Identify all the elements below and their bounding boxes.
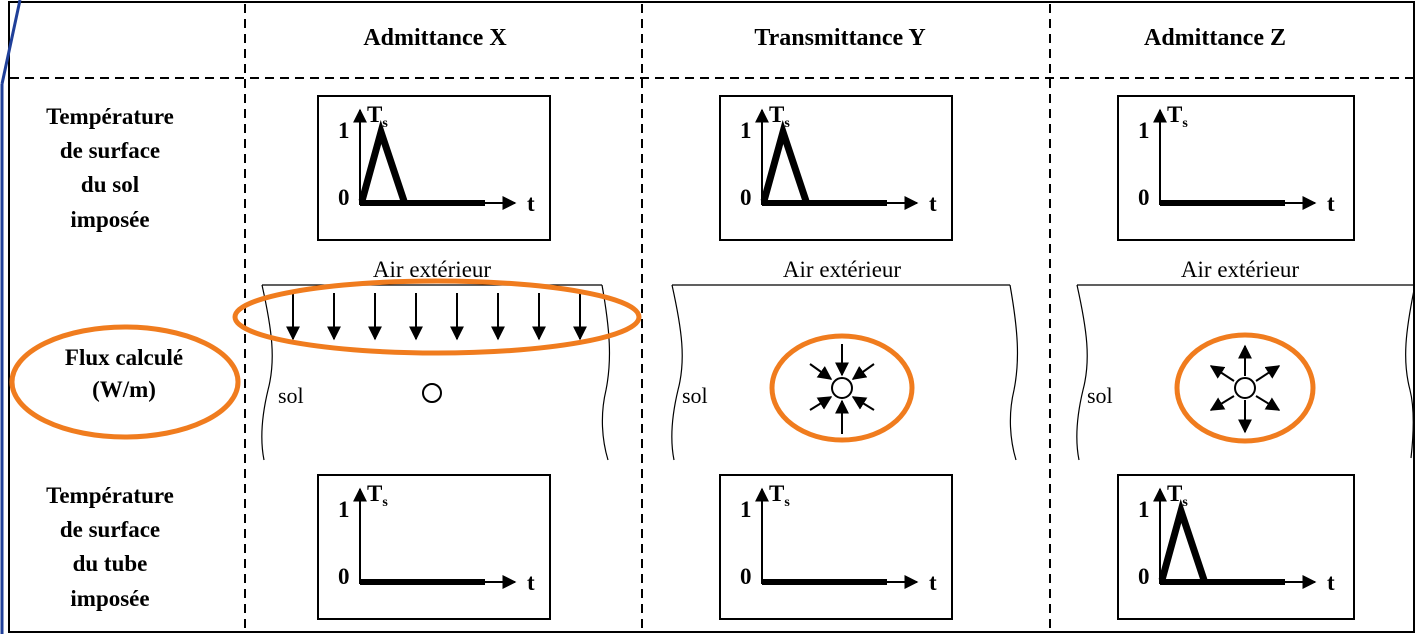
row-label-surface: Température de surface du sol imposée: [46, 104, 174, 232]
y-tick-1: 1: [1138, 497, 1150, 522]
y-tick-1: 1: [740, 118, 752, 143]
graph-frame: [317, 474, 551, 620]
y-axis-label: Ts: [1167, 481, 1188, 510]
blue-border-line: [0, 0, 22, 85]
highlight-diverging-flux: [1174, 332, 1316, 444]
pulse-curve: [760, 119, 810, 203]
sol-label-z: sol: [1087, 383, 1113, 408]
graph-frame: [719, 474, 953, 620]
x-axis-label: t: [527, 191, 535, 216]
y-tick-1: 1: [740, 497, 752, 522]
mini-graph-tube-1: 1 0 t Ts: [317, 474, 551, 620]
graph-frame: [1117, 474, 1355, 620]
soil-panel-z: [1076, 284, 1415, 461]
column-header-admittance-x: Admittance X: [363, 25, 507, 51]
soil-panel-x: [261, 284, 611, 461]
graph-frame: [1117, 95, 1355, 241]
y-tick-1: 1: [338, 118, 350, 143]
pipe-circle-y: [831, 377, 853, 399]
svg-text:Température: Température: [46, 483, 174, 508]
pipe-circle-z: [1234, 377, 1256, 399]
row-label-flux: Flux calculé (W/m): [65, 345, 183, 402]
x-axis-label: t: [1327, 570, 1335, 595]
soil-panel-y: [671, 284, 1019, 461]
mini-graph-tube-3: 1 0 t Ts: [1117, 474, 1355, 620]
y-tick-1: 1: [338, 497, 350, 522]
air-label-y: Air extérieur: [783, 257, 901, 282]
y-axis-label: Ts: [367, 102, 388, 131]
svg-text:Température: Température: [46, 104, 174, 129]
y-axis-label: Ts: [1167, 102, 1188, 131]
x-axis-label: t: [929, 191, 937, 216]
mini-graph-surface-2: 1 0 t Ts: [719, 95, 953, 241]
y-axis-label: Ts: [367, 481, 388, 510]
dashed-grid: [10, 4, 1414, 632]
air-label-x: Air extérieur: [373, 257, 491, 282]
svg-text:du tube: du tube: [73, 551, 148, 576]
x-axis-label: t: [929, 570, 937, 595]
air-label-z: Air extérieur: [1181, 257, 1299, 282]
pulse-curve: [358, 119, 408, 203]
converging-flux-arrows: [809, 344, 875, 434]
svg-text:(W/m): (W/m): [92, 377, 156, 402]
y-tick-1: 1: [1138, 118, 1150, 143]
highlight-flux-label: [9, 324, 241, 440]
svg-text:imposée: imposée: [70, 586, 149, 611]
pulse-curve: [1158, 498, 1208, 582]
highlight-converging-flux: [769, 333, 915, 443]
graph-frame: [317, 95, 551, 241]
svg-text:de surface: de surface: [60, 517, 160, 542]
mini-graph-surface-1: 1 0 t Ts: [317, 95, 551, 241]
highlight-downward-flux: [232, 278, 642, 356]
sol-label-y: sol: [682, 383, 708, 408]
pipe-circle-x: [422, 383, 442, 403]
y-tick-0: 0: [1138, 564, 1150, 589]
downward-flux-arrows: [286, 293, 587, 341]
y-axis-label: Ts: [769, 481, 790, 510]
y-axis-label: Ts: [769, 102, 790, 131]
x-axis-label: t: [527, 570, 535, 595]
y-tick-0: 0: [1138, 185, 1150, 210]
mini-graph-surface-3: 1 0 t Ts: [1117, 95, 1355, 241]
mini-graph-tube-2: 1 0 t Ts: [719, 474, 953, 620]
svg-text:Flux calculé: Flux calculé: [65, 345, 183, 370]
table-frame: [8, 1, 1415, 633]
y-tick-0: 0: [338, 564, 350, 589]
y-tick-0: 0: [338, 185, 350, 210]
svg-text:de surface: de surface: [60, 138, 160, 163]
column-header-admittance-z: Admittance Z: [1144, 25, 1286, 51]
svg-text:imposée: imposée: [70, 207, 149, 232]
row-label-tube: Température de surface du tube imposée: [46, 483, 174, 611]
y-tick-0: 0: [740, 185, 752, 210]
graph-frame: [719, 95, 953, 241]
x-axis-label: t: [1327, 191, 1335, 216]
sol-label-x: sol: [278, 383, 304, 408]
svg-text:du sol: du sol: [81, 172, 139, 197]
y-tick-0: 0: [740, 564, 752, 589]
diverging-flux-arrows: [1209, 344, 1281, 434]
column-header-transmittance-y: Transmittance Y: [754, 25, 925, 51]
